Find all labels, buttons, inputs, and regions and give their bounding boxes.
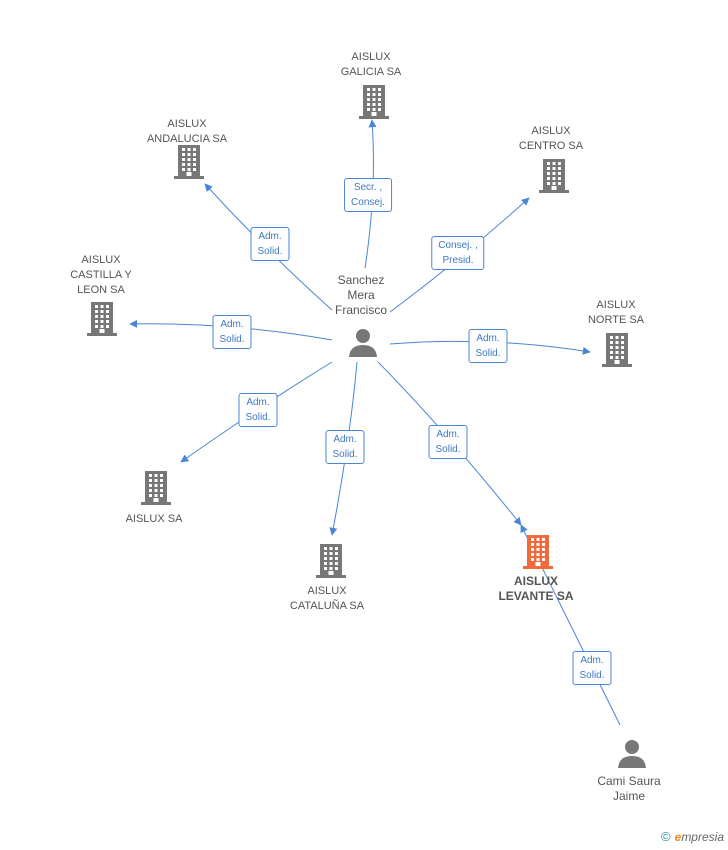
building-icon[interactable] [316, 544, 346, 583]
building-icon-graphic [141, 471, 171, 505]
building-icon-graphic [539, 159, 569, 193]
person-icon-graphic [349, 329, 377, 357]
building-icon[interactable] [602, 333, 632, 372]
building-icon[interactable] [141, 471, 171, 510]
copyright-symbol: © [661, 829, 671, 844]
node-label-sanchez[interactable]: Sanchez Mera Francisco [334, 273, 388, 317]
node-label-norte[interactable]: AISLUX NORTE SA [587, 299, 645, 326]
building-icon[interactable] [359, 85, 389, 124]
edge-role-badge[interactable]: Adm. Solid. [428, 425, 468, 459]
node-label-cataluna[interactable]: AISLUX CATALUÑA SA [289, 585, 365, 612]
node-label-cami[interactable]: Cami Saura Jaime [597, 774, 661, 803]
edge-role-badge[interactable]: Adm. Solid. [250, 227, 290, 261]
edge-role-badge[interactable]: Secr. , Consej. [344, 178, 392, 212]
edge-role-badge[interactable]: Consej. , Presid. [431, 236, 485, 270]
building-icon[interactable] [174, 145, 204, 184]
building-icon-graphic [523, 535, 553, 569]
person-icon[interactable] [348, 327, 378, 362]
node-label-andalucia[interactable]: AISLUX ANDALUCIA SA [146, 118, 228, 145]
edge-role-badge[interactable]: Adm. Solid. [212, 315, 252, 349]
building-icon[interactable] [539, 159, 569, 198]
edge-role-badge[interactable]: Adm. Solid. [572, 651, 612, 685]
building-icon-graphic [359, 85, 389, 119]
edge-role-badge[interactable]: Adm. Solid. [238, 393, 278, 427]
node-label-galicia[interactable]: AISLUX GALICIA SA [340, 51, 402, 78]
brand-first-letter: e [674, 830, 682, 844]
building-icon[interactable] [87, 302, 117, 341]
node-label-levante[interactable]: AISLUX LEVANTE SA [498, 574, 574, 603]
person-icon[interactable] [617, 738, 647, 773]
brand-name: mpresia [681, 830, 724, 844]
brand-logo: ©empresia [661, 829, 724, 844]
person-icon-graphic [618, 740, 646, 768]
edge-role-badge[interactable]: Adm. Solid. [325, 430, 365, 464]
node-label-aislux[interactable]: AISLUX SA [125, 513, 183, 525]
building-icon-graphic [602, 333, 632, 367]
building-icon-graphic [316, 544, 346, 578]
node-label-centro[interactable]: AISLUX CENTRO SA [518, 125, 584, 152]
building-icon-graphic [174, 145, 204, 179]
node-label-castilla[interactable]: AISLUX CASTILLA Y LEON SA [70, 254, 132, 296]
edge-role-badge[interactable]: Adm. Solid. [468, 329, 508, 363]
building-icon-graphic [87, 302, 117, 336]
building-icon[interactable] [523, 535, 553, 574]
